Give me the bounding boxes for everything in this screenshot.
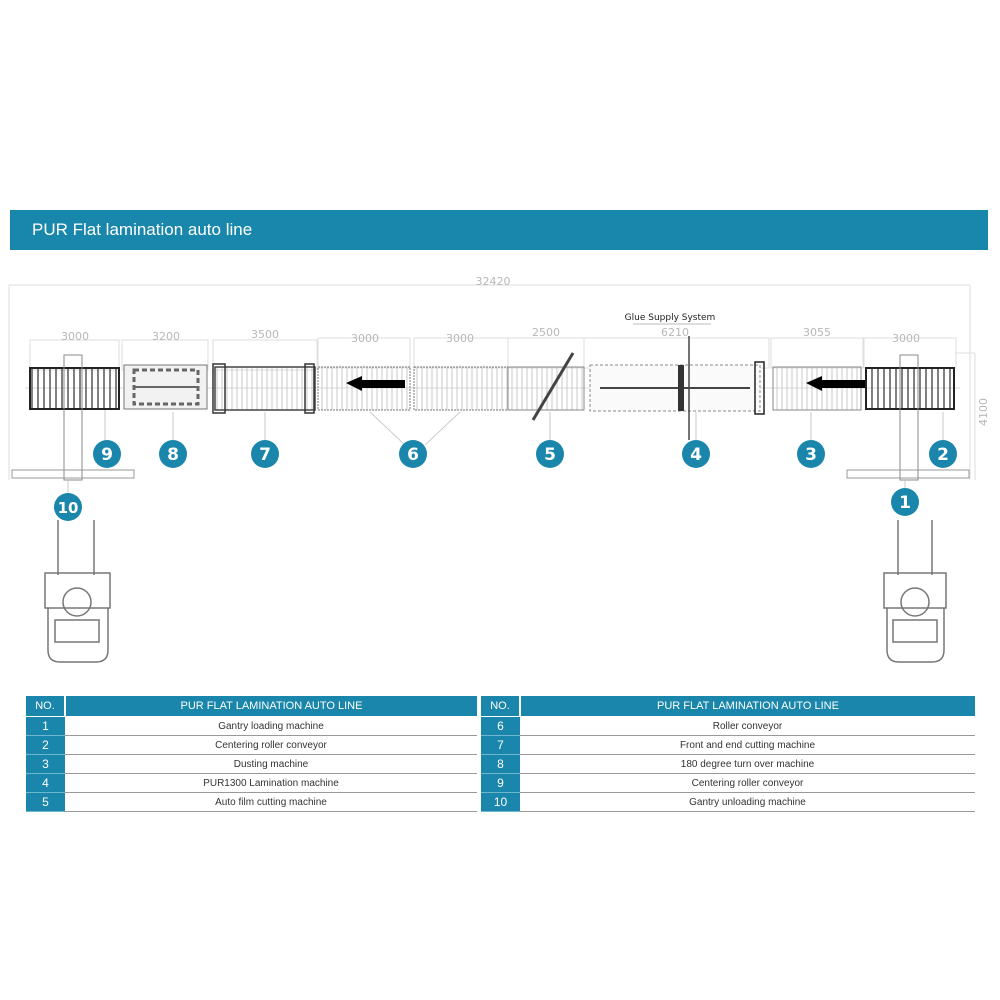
row-name: Auto film cutting machine xyxy=(65,792,477,812)
dim-label: 3000 xyxy=(351,332,379,345)
row-number: 4 xyxy=(26,773,65,793)
flow-arrow-icon xyxy=(806,376,865,391)
section-dimension-labels: 3000 3200 3500 3000 3000 2500 6210 3055 … xyxy=(61,326,920,345)
leader-lines xyxy=(67,410,944,493)
layout-diagram: 32420 4100 3000 3200 3500 3000 3000 2500… xyxy=(8,275,990,663)
row-number: 10 xyxy=(481,792,520,812)
overall-dimension: 32420 xyxy=(8,275,971,480)
svg-text:6: 6 xyxy=(407,445,419,465)
cutting-machine-7 xyxy=(212,363,316,414)
svg-text:4: 4 xyxy=(690,445,702,465)
badge-6: 6 xyxy=(399,440,427,468)
badge-4: 4 xyxy=(682,440,710,468)
row-number: 9 xyxy=(481,773,520,793)
svg-text:3: 3 xyxy=(805,445,817,465)
row-name: Gantry unloading machine xyxy=(520,792,975,812)
no-header: NO. xyxy=(481,696,521,717)
row-name: Centering roller conveyor xyxy=(65,735,477,755)
badge-9: 9 xyxy=(93,440,121,468)
dim-label: 3200 xyxy=(152,330,180,343)
svg-text:8: 8 xyxy=(167,445,179,465)
row-number: 7 xyxy=(481,735,520,755)
svg-text:5: 5 xyxy=(544,445,556,465)
dusting-machine-3 xyxy=(772,366,865,411)
dim-label: 2500 xyxy=(532,326,560,339)
flow-arrow-icon xyxy=(346,376,405,391)
badge-5: 5 xyxy=(536,440,564,468)
table-header: NO. PUR FLAT LAMINATION AUTO LINE xyxy=(481,696,975,717)
dim-label: 3000 xyxy=(892,332,920,345)
row-name: PUR1300 Lamination machine xyxy=(65,773,477,793)
roller-conveyor-6 xyxy=(317,366,509,411)
dim-label: 3500 xyxy=(251,328,279,341)
badge-10: 10 xyxy=(54,493,82,521)
svg-text:10: 10 xyxy=(58,499,79,517)
glue-supply-label: Glue Supply System xyxy=(625,313,716,323)
row-number: 5 xyxy=(26,792,65,812)
dim-label: 3055 xyxy=(803,326,831,339)
badge-7: 7 xyxy=(251,440,279,468)
row-number: 8 xyxy=(481,754,520,774)
dim-label: 3000 xyxy=(61,330,89,343)
centering-conveyor-2 xyxy=(846,354,970,481)
badge-8: 8 xyxy=(159,440,187,468)
title-header: PUR FLAT LAMINATION AUTO LINE xyxy=(65,696,477,717)
svg-text:1: 1 xyxy=(899,493,911,513)
turnover-machine-8 xyxy=(123,364,208,410)
row-name: Roller conveyor xyxy=(520,716,975,736)
no-header: NO. xyxy=(26,696,66,717)
row-name: Centering roller conveyor xyxy=(520,773,975,793)
page-title: PUR Flat lamination auto line xyxy=(32,220,253,239)
table-header: NO. PUR FLAT LAMINATION AUTO LINE xyxy=(26,696,477,717)
dim-label: 3000 xyxy=(446,332,474,345)
svg-text:9: 9 xyxy=(101,445,113,465)
badge-1: 1 xyxy=(891,488,919,516)
badge-2: 2 xyxy=(929,440,957,468)
row-number: 3 xyxy=(26,754,65,774)
title-header: PUR FLAT LAMINATION AUTO LINE xyxy=(520,696,975,717)
row-name: Dusting machine xyxy=(65,754,477,774)
row-number: 1 xyxy=(26,716,65,736)
forklift-left xyxy=(44,520,111,663)
film-cutting-machine-5 xyxy=(507,352,585,421)
dim-label: 6210 xyxy=(661,326,689,339)
svg-text:2: 2 xyxy=(937,445,949,465)
forklift-right xyxy=(883,520,947,663)
centering-conveyor-9 xyxy=(11,354,135,481)
height-label: 4100 xyxy=(977,398,990,426)
row-name: 180 degree turn over machine xyxy=(520,754,975,774)
svg-text:7: 7 xyxy=(259,445,271,465)
row-name: Gantry loading machine xyxy=(65,716,477,736)
row-number: 6 xyxy=(481,716,520,736)
row-name: Front and end cutting machine xyxy=(520,735,975,755)
lamination-machine-4 xyxy=(589,336,765,440)
badge-3: 3 xyxy=(797,440,825,468)
row-number: 2 xyxy=(26,735,65,755)
height-dimension: 4100 xyxy=(955,352,990,480)
total-length-label: 32420 xyxy=(476,275,511,288)
title-banner: PUR Flat lamination auto line xyxy=(10,210,988,250)
